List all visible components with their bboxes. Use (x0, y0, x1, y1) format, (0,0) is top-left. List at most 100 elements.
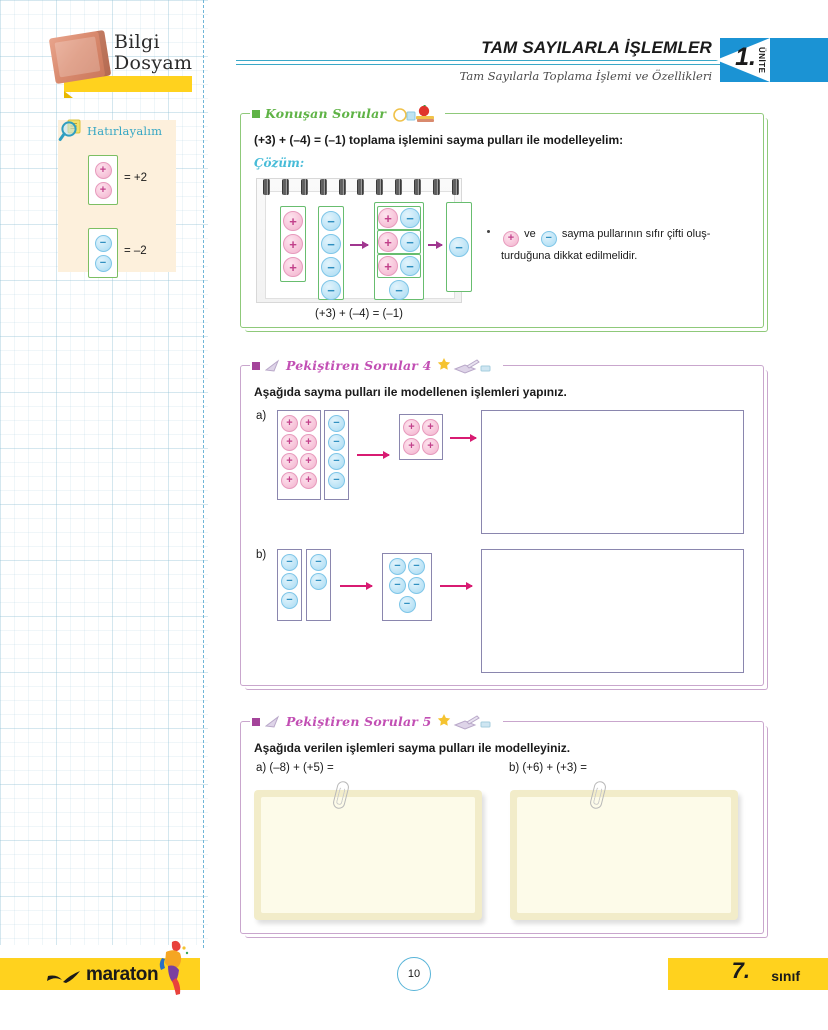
hatirlayalim-header: Hatırlayalım (58, 118, 198, 144)
plus-chip: + (378, 256, 398, 276)
answer-note-card-5a[interactable] (254, 790, 482, 920)
plus-chip: + (94, 161, 112, 179)
model-result: − (446, 202, 472, 292)
section-body: (+3) + (–4) = (–1) toplama işlemini saym… (240, 113, 764, 328)
pencil-flag-icon (265, 359, 280, 372)
dashed-margin-line (203, 0, 204, 948)
section-tab: Pekiştiren Sorular 4 (250, 356, 503, 375)
plus-chip: + (281, 434, 298, 451)
minus-chip: − (321, 280, 341, 300)
grade-number: 7. (731, 958, 750, 983)
minus-chip: − (408, 558, 425, 575)
minus-chip: − (398, 596, 416, 613)
page-subtitle: Tam Sayılarla Toplama İşlemi ve Özellikl… (459, 69, 712, 83)
minus-chip: − (408, 577, 425, 594)
minus-chip: − (540, 230, 557, 247)
item-label-5a: a) (–8) + (+5) = (256, 762, 334, 774)
spiral-ring-icon (451, 179, 459, 195)
minus-chip: − (321, 211, 341, 231)
answer-box-4a[interactable] (481, 410, 744, 534)
model-zero-pairs: + − + − + − − (374, 202, 424, 300)
plus-chip: + (300, 415, 317, 432)
minus-chip: − (328, 434, 345, 451)
plus-chip: + (283, 211, 303, 231)
yellow-ribbon (64, 76, 192, 98)
maraton-swoosh-icon (47, 971, 80, 983)
header-rules (236, 60, 736, 66)
plus-chip: + (94, 181, 112, 199)
minus-chip: − (94, 234, 112, 252)
bilgi-dosyam-brand: Bilgi Dosyam (48, 28, 197, 98)
section-tab-label: Pekiştiren Sorular 4 (286, 358, 432, 373)
item-label-4b: b) (256, 549, 267, 561)
minus-chip: − (321, 234, 341, 254)
minus-chip: − (389, 577, 406, 594)
model-4a-group1: ++ ++ ++ ++ (277, 410, 321, 500)
minus-chip: − (281, 554, 298, 571)
spiral-ring-icon (376, 179, 384, 195)
minus-chip: − (328, 453, 345, 470)
minus-chip: − (400, 208, 420, 228)
pekistiren4-prompt: Aşağıda sayma pulları ile modellenen işl… (254, 385, 567, 399)
zero-pair: + − (377, 230, 421, 254)
recall-negative-value: = –2 (124, 245, 147, 257)
model-4a-group2: − − − − (324, 410, 349, 500)
plus-chip: + (503, 230, 519, 247)
pencil-flag-icon (265, 715, 280, 728)
page-title: TAM SAYILARLA İŞLEMLER (481, 38, 712, 57)
model-group-negative: − − − − (318, 206, 344, 300)
answer-note-card-5b[interactable] (510, 790, 738, 920)
note-body: + ve − sayma pullarının sıfır çifti oluş… (501, 225, 752, 265)
magnifier-icon (58, 119, 81, 141)
spiral-ring-icon (395, 179, 403, 195)
plus-chip: + (300, 453, 317, 470)
model-4b-group1: − − − (277, 549, 302, 621)
pekistiren5-prompt: Aşağıda verilen işlemleri sayma pulları … (254, 741, 571, 755)
spiral-binding (263, 179, 459, 195)
minus-chip-leftover: − (389, 280, 409, 300)
plus-chip: + (403, 438, 420, 455)
arrow-icon (450, 433, 477, 442)
minus-chip: − (281, 592, 298, 609)
notepad-sheet: + + + − − − − + − + − (265, 191, 472, 300)
model-4b-result: −− −− − (382, 553, 432, 621)
bilgi-dosyam-title: Bilgi Dosyam (114, 32, 192, 74)
tab-square-icon (252, 717, 260, 726)
unit-word: ÜNİTE (757, 47, 766, 74)
plus-chip: + (378, 208, 398, 228)
plus-chip: + (422, 438, 439, 455)
arrow-icon (340, 581, 373, 590)
plus-chip: + (403, 419, 420, 436)
tab-square-icon (252, 361, 260, 370)
hatirlayalim-label: Hatırlayalım (87, 124, 163, 138)
spiral-ring-icon (300, 179, 308, 195)
book-icon (48, 29, 112, 85)
arrow-icon (440, 581, 473, 590)
section-body: Aşağıda verilen işlemleri sayma pulları … (240, 721, 764, 934)
zero-pair: + − (377, 206, 421, 230)
spiral-notepad-model: + + + − − − − + − + − (256, 178, 472, 303)
plus-chip: + (281, 472, 298, 489)
plus-chip: + (422, 419, 439, 436)
minus-chip: − (389, 558, 406, 575)
star-notebook-pencil-icon (437, 357, 490, 374)
plus-chip: + (281, 453, 298, 470)
minus-chip: − (94, 254, 112, 272)
spiral-ring-icon (357, 179, 365, 195)
recall-positive-value: = +2 (124, 172, 148, 184)
answer-box-4b[interactable] (481, 549, 744, 673)
section-body: Aşağıda sayma pulları ile modellenen işl… (240, 365, 764, 686)
minus-chip: − (328, 415, 345, 432)
page-number: 10 (397, 957, 431, 991)
item-label-4a: a) (256, 410, 267, 422)
footer-right-band (668, 958, 828, 990)
model-4b-group2: − − (306, 549, 331, 621)
spiral-ring-icon (414, 179, 422, 195)
spiral-ring-icon (263, 179, 270, 195)
section-tab: Konuşan Sorular (250, 104, 446, 123)
minus-chip: − (281, 573, 298, 590)
tab-decoration (437, 713, 497, 731)
runner-mascot-icon (159, 940, 189, 995)
grade-word: sınıf (771, 968, 800, 984)
